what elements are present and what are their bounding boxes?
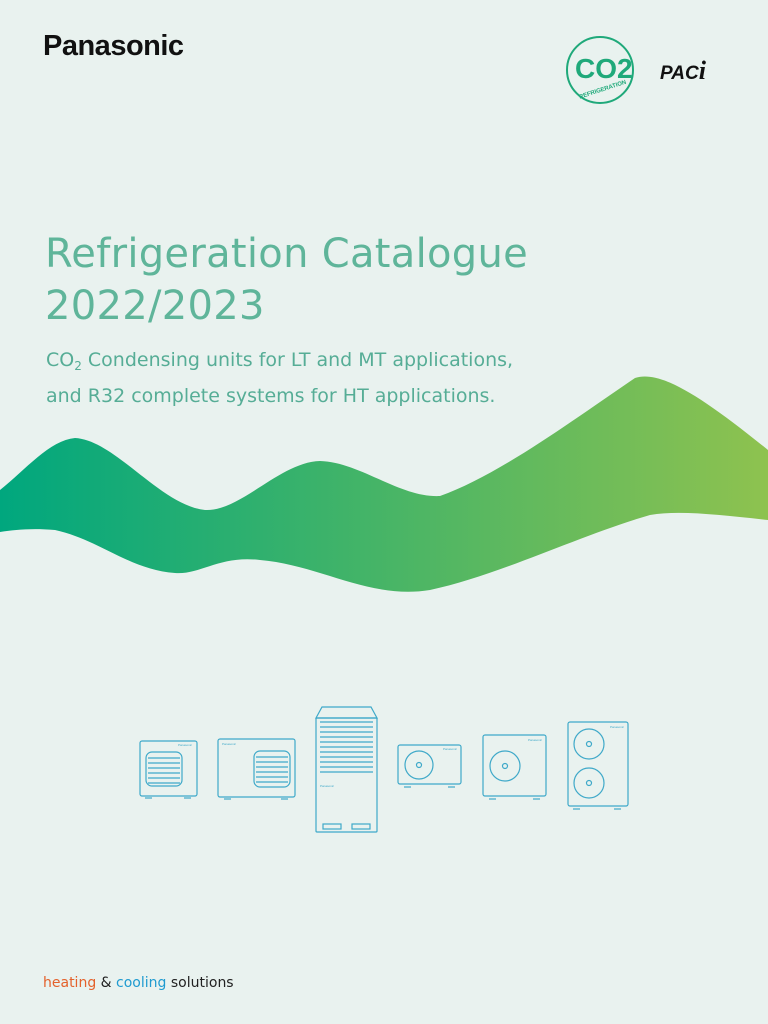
panasonic-logo: Panasonic <box>43 30 184 62</box>
unit-brand-label-1: Panasonic <box>178 743 193 747</box>
page-title: Refrigeration Catalogue 2022/2023 <box>45 228 528 332</box>
unit-brand-label-2: Panasonic <box>222 742 237 746</box>
tagline: heating & cooling solutions <box>43 975 234 991</box>
green-wave-band <box>0 376 768 592</box>
title-line-1: Refrigeration Catalogue <box>45 231 529 277</box>
unit-brand-label-4: Panasonic <box>443 747 458 751</box>
tagline-cooling: cooling <box>116 975 167 991</box>
subtitle-co: CO <box>46 349 75 371</box>
unit-tall <box>314 706 379 833</box>
unit-small-grille <box>139 740 198 799</box>
unit-single-fan-square <box>482 734 547 800</box>
tagline-heating: heating <box>43 975 97 991</box>
unit-brand-label-3: Panasonic <box>320 784 335 788</box>
co2-badge-text: CO2 <box>575 53 633 84</box>
co2-refrigeration-badge: CO2 REFRIGERATION <box>566 36 634 104</box>
unit-brand-label-5: Panasonic <box>528 738 543 742</box>
condensing-units-illustration: Panasonic Panasonic Panasonic Panasonic … <box>139 706 629 833</box>
paci-logo: PACi <box>660 56 706 86</box>
subtitle-subscript: 2 <box>74 359 82 373</box>
unit-double-fan <box>567 721 629 810</box>
page-subtitle: CO2 Condensing units for LT and MT appli… <box>46 345 513 411</box>
subtitle-line-1: Condensing units for LT and MT applicati… <box>81 349 514 371</box>
unit-wide-grille <box>217 738 296 800</box>
tagline-ampersand: & <box>96 975 117 991</box>
paci-logo-i: i <box>698 56 706 85</box>
unit-brand-label-6: Panasonic <box>610 725 625 729</box>
unit-single-fan-small <box>397 744 462 788</box>
subtitle-line-2: and R32 complete systems for HT applicat… <box>46 385 496 407</box>
paci-logo-text: PAC <box>660 63 699 84</box>
title-line-2: 2022/2023 <box>45 283 265 329</box>
tagline-solutions: solutions <box>166 975 234 991</box>
